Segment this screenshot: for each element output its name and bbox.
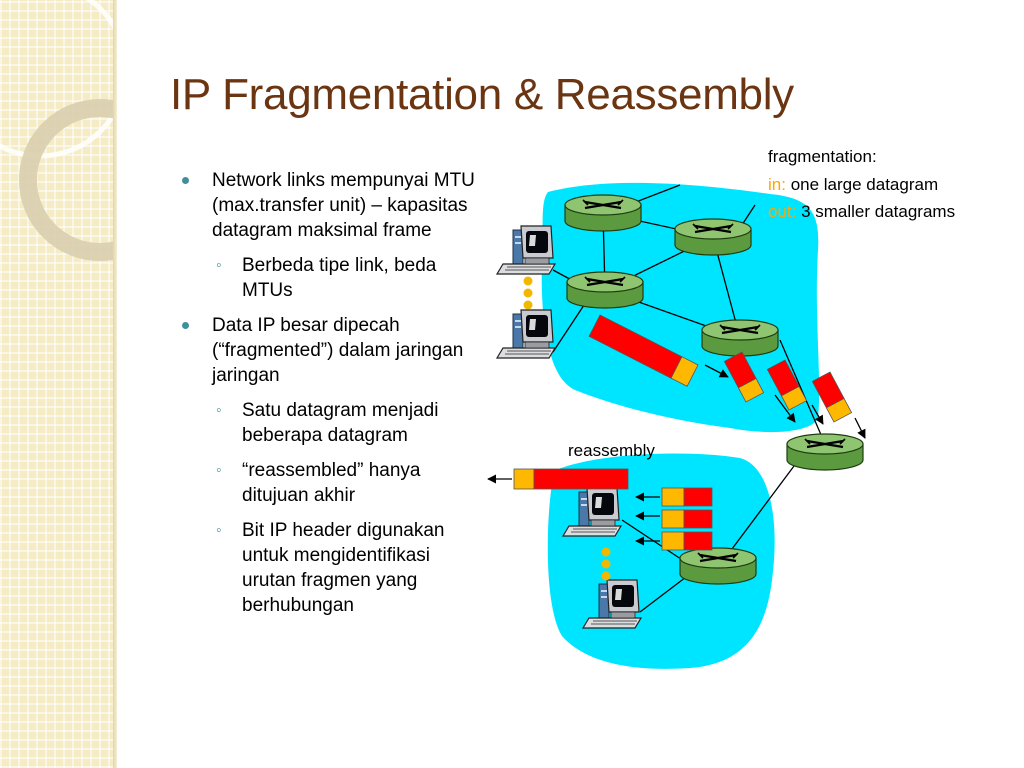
out-text: 3 smaller datagrams [796, 202, 955, 221]
sub-bullet-one-to-many: Satu datagram menjadi beberapa datagram [180, 398, 480, 448]
side-strip-edge [113, 0, 117, 768]
out-caption: out: 3 smaller datagrams [768, 202, 955, 221]
fragmentation-diagram: fragmentation: in: one large datagram ou… [487, 147, 955, 669]
flow-arrows [487, 364, 866, 546]
router-icon [673, 217, 753, 257]
router-icon [563, 193, 643, 233]
in-label: in: [768, 175, 786, 194]
more-hosts-dots-lower [601, 547, 611, 581]
slide-title: IP Fragmentation & Reassembly [170, 70, 794, 119]
bullet-mtu: Network links mempunyai MTU (max.transfe… [180, 168, 480, 243]
fragment-2 [766, 359, 808, 411]
more-hosts-dots [523, 276, 533, 310]
in-text: one large datagram [786, 175, 938, 194]
host-computer-icon [496, 309, 556, 359]
sub-bullet-reassembled: “reassembled” hanya ditujuan akhir [180, 458, 480, 508]
reassembled-datagram [513, 468, 629, 490]
fragmentation-label: fragmentation: [768, 147, 877, 166]
router-icon [785, 432, 865, 472]
fragment-1 [723, 351, 765, 403]
decorative-rings [0, 0, 113, 261]
in-caption: in: one large datagram [768, 175, 938, 194]
router-icon [700, 318, 780, 358]
arriving-fragments [661, 487, 713, 551]
large-datagram [588, 314, 699, 387]
router-icon [565, 270, 645, 310]
decorative-side-strip [0, 0, 113, 768]
router-icon [678, 546, 758, 586]
bullet-list: Network links mempunyai MTU (max.transfe… [180, 168, 480, 628]
out-label: out: [768, 202, 796, 221]
reassembly-label: reassembly [568, 441, 655, 460]
sub-bullet-mtu-types: Berbeda tipe link, beda MTUs [180, 253, 480, 303]
bullet-fragmented: Data IP besar dipecah (“fragmented”) dal… [180, 313, 480, 388]
host-computer-icon [496, 225, 556, 275]
fragment-3 [811, 371, 853, 423]
sub-bullet-header-bits: Bit IP header digunakan untuk mengidenti… [180, 518, 480, 618]
